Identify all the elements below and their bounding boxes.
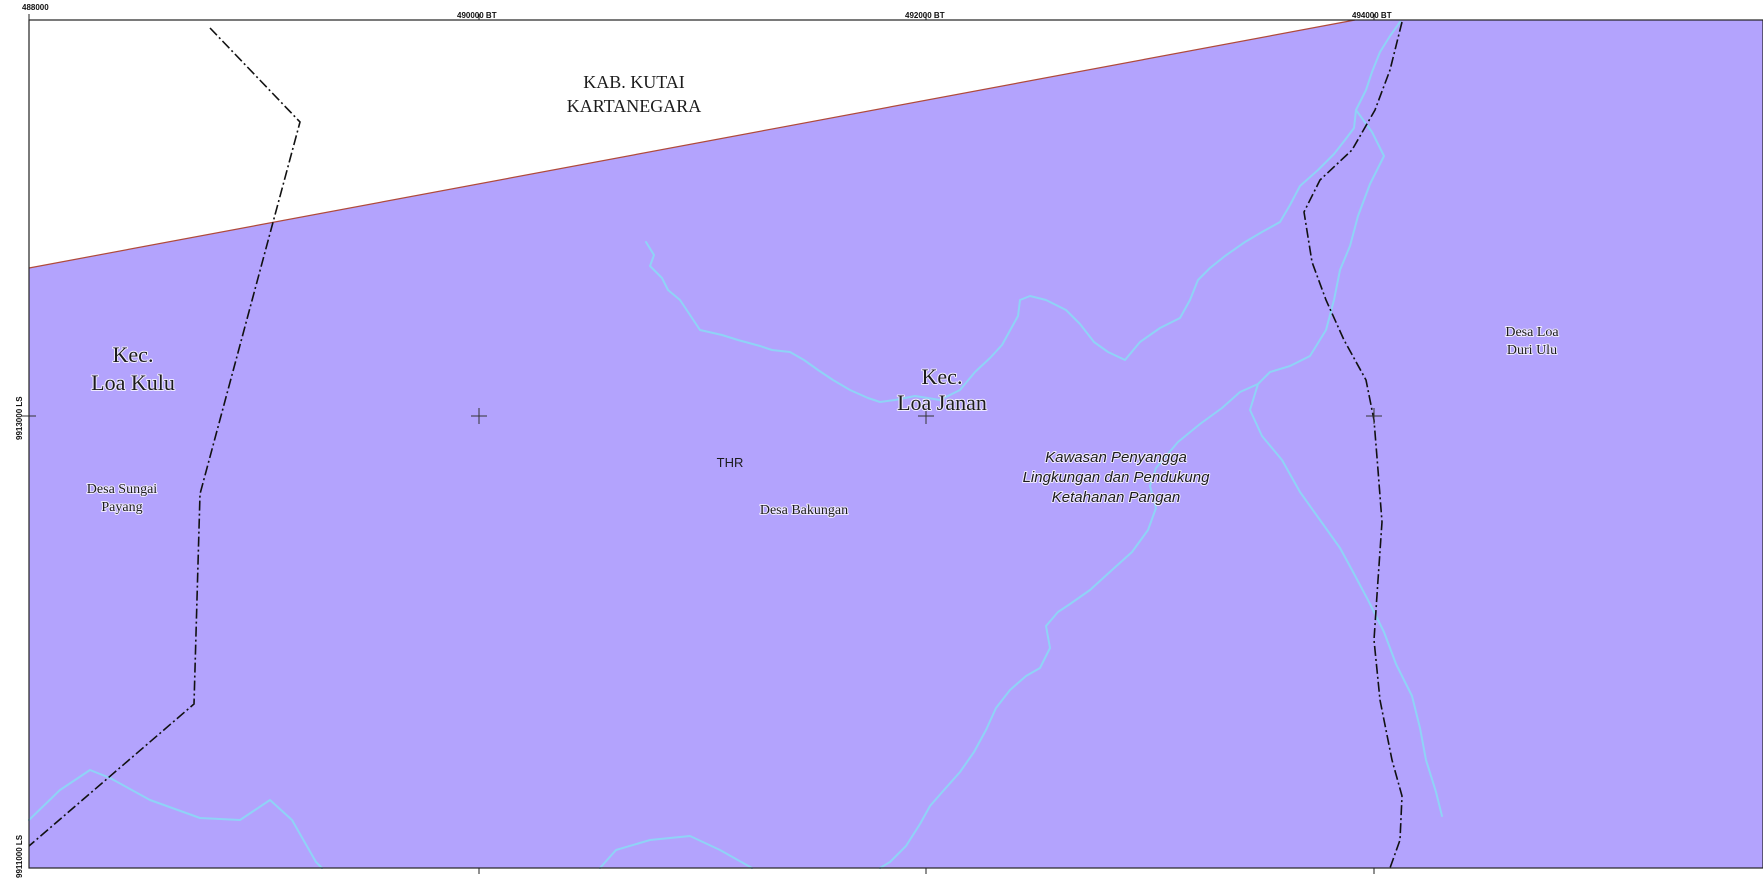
label-desa-sungai-payang-line1: Desa Sungai <box>87 482 157 497</box>
regency-boundary-line <box>28 19 1356 269</box>
district-boundaries <box>28 21 1403 869</box>
grid-cross-3 <box>1366 408 1382 424</box>
grid-crosses <box>22 408 1382 424</box>
label-kec-loa-kulu-line1: Kec. <box>113 342 154 367</box>
label-kab-kutai-line1: KAB. KUTAI <box>583 72 685 92</box>
river-central-south <box>879 383 1259 869</box>
tick-label-y-1: 9913000 LS <box>15 396 24 440</box>
label-desa-loa-duri-ulu-line1: Desa Loa <box>1505 325 1559 340</box>
grid-cross-1 <box>471 408 487 424</box>
river-southwest <box>28 769 323 869</box>
label-kec-loa-kulu-line2: Loa Kulu <box>91 370 175 395</box>
district-boundary-east <box>1303 21 1403 869</box>
label-desa-bakungan: Desa Bakungan <box>760 503 848 518</box>
river-south-mid <box>599 835 753 869</box>
tick-label-x-1: 488000 <box>22 3 49 12</box>
river-upper-channel <box>645 21 1401 403</box>
label-desa-loa-duri-ulu-line2: Duri Ulu <box>1507 343 1557 358</box>
label-kec-loa-janan-line1: Kec. <box>922 364 963 389</box>
tick-label-y-2: 9911000 LS <box>15 834 24 878</box>
label-thr: THR <box>717 455 744 470</box>
land-area <box>29 20 1763 868</box>
label-kawasan-line1: Kawasan Penyangga <box>1045 449 1187 466</box>
river-east-branch <box>1249 109 1443 817</box>
tick-label-x-4: 494000 BT <box>1352 11 1392 20</box>
river-network <box>28 21 1443 869</box>
grid-cross-2 <box>918 408 934 424</box>
district-boundary-west <box>28 27 301 847</box>
label-kawasan-line2: Lingkungan dan Pendukung <box>1023 469 1210 486</box>
label-kawasan-line3: Ketahanan Pangan <box>1052 489 1180 506</box>
tick-label-x-2: 490000 BT <box>457 11 497 20</box>
map-border <box>28 19 1763 869</box>
tick-label-x-3: 492000 BT <box>905 11 945 20</box>
top-tick-marks <box>28 14 1375 874</box>
label-kec-loa-janan-line2: Loa Janan <box>897 390 987 415</box>
label-desa-sungai-payang-line2: Payang <box>101 500 142 515</box>
label-kab-kutai-line2: KARTANEGARA <box>567 96 701 116</box>
